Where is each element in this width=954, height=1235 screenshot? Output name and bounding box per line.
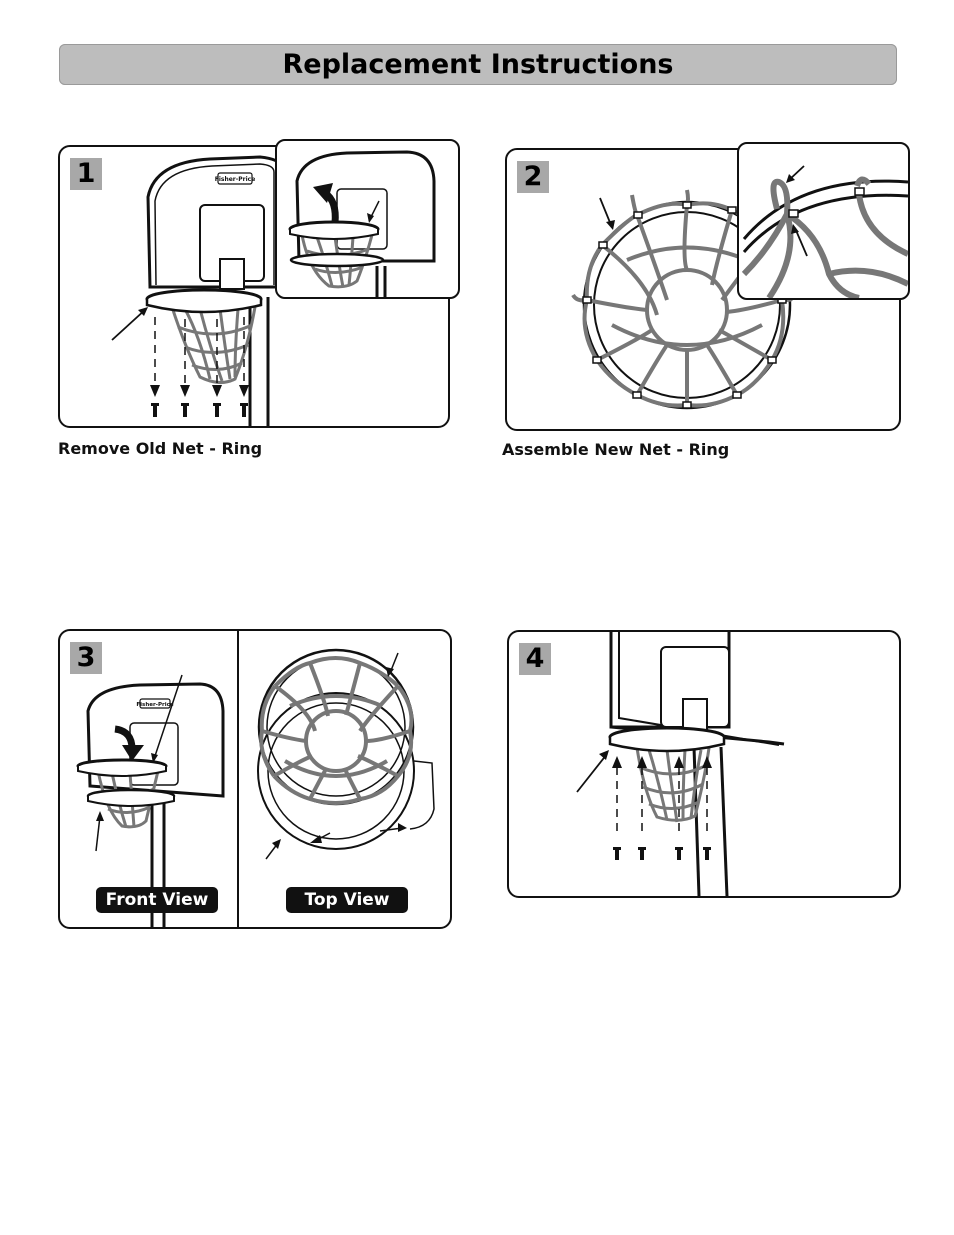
step-2-caption: Assemble New Net - Ring (502, 440, 730, 459)
lower-ring (289, 252, 385, 268)
view-divider (237, 631, 239, 927)
clip-pointer-arrow-bottom (794, 227, 808, 257)
old-net (170, 306, 257, 384)
step-3-number: 3 (70, 642, 102, 674)
ring-pointer-arrow (111, 308, 147, 341)
step-1-brand: Fisher-Price (215, 176, 256, 183)
top-view-label: Top View (286, 887, 408, 913)
step-1-inset-illustration (288, 150, 436, 297)
step-4-number: 4 (519, 643, 551, 675)
installed-net (635, 747, 711, 823)
step-3-panel: 3 Fisher-Price (58, 629, 452, 929)
step-1-illustration: Fisher-Price (111, 155, 284, 426)
ring-pointer-arrow (599, 197, 612, 226)
title-bar: Replacement Instructions (59, 44, 897, 85)
brand-logo (139, 698, 171, 709)
step-4-illustration (576, 632, 785, 896)
brand-logo (217, 172, 253, 185)
step-1-inset (275, 139, 460, 299)
step-1-caption: Remove Old Net - Ring (58, 439, 263, 458)
step-3-brand: Fisher-Price (136, 702, 173, 708)
screws (151, 403, 248, 417)
step-3-illustration: Fisher-Price (76, 648, 435, 927)
step-2-number: 2 (517, 161, 549, 193)
top-view-net (259, 656, 414, 805)
step-4-panel: 4 (507, 630, 901, 898)
screws (613, 847, 711, 860)
step-2-inset (737, 142, 910, 300)
step-1-number: 1 (70, 158, 102, 190)
step-2-panel: 2 (505, 148, 901, 431)
front-view-label: Front View (96, 887, 218, 913)
step-2-inset-illustration (741, 165, 908, 298)
page-title: Replacement Instructions (282, 49, 674, 80)
